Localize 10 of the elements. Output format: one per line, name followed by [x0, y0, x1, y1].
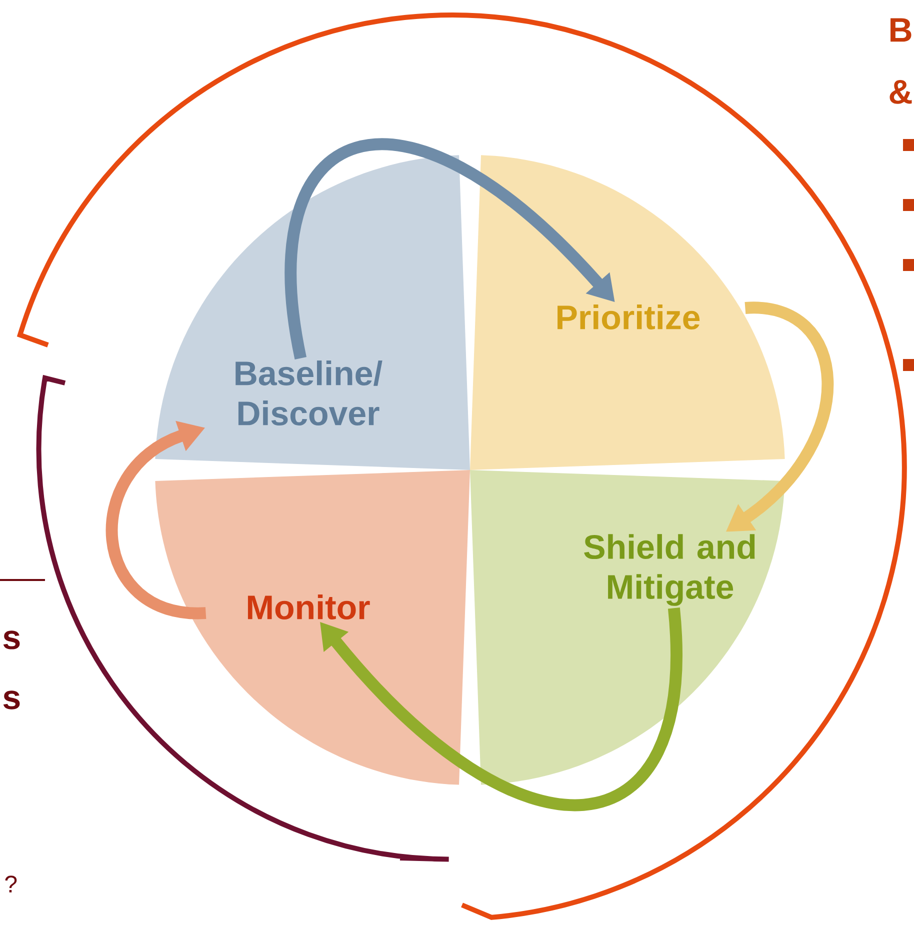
cut-off-text: s [3, 690, 20, 710]
quadrant-segment: Baseline/ Discover [155, 155, 470, 470]
quadrant-segment: Prioritize [470, 155, 785, 470]
quadrant-segment: Monitor [155, 470, 470, 785]
quadrant-segment: Shield and Mitigate [470, 470, 785, 785]
cut-off-text: B [890, 18, 912, 42]
cycle-arrow [106, 420, 206, 620]
cut-off-text: s [3, 630, 20, 650]
cut-off-text: ? [5, 876, 17, 892]
cut-off-text: & [890, 80, 912, 104]
